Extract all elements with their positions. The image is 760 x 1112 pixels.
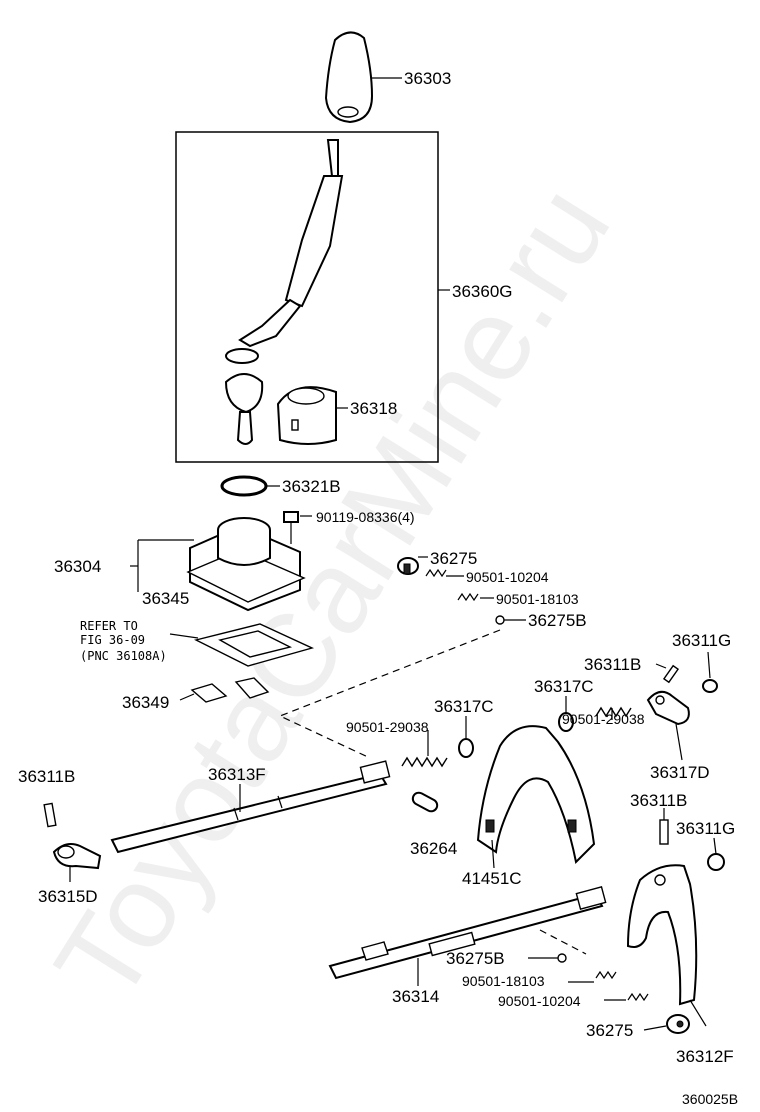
spring-bottom-2	[627, 992, 649, 1002]
label-36303: 36303	[404, 69, 451, 88]
lever-boot	[276, 386, 337, 445]
label-36318: 36318	[350, 399, 397, 418]
label-90501-29038-left: 90501-29038	[346, 719, 429, 735]
label-36345: 36345	[142, 589, 189, 608]
shift-lever	[224, 139, 344, 445]
shift-head-36315d	[52, 843, 102, 870]
label-36312f: 36312F	[676, 1047, 734, 1066]
lever-assembly-box	[175, 131, 439, 463]
spring-left	[401, 756, 448, 768]
label-36315d: 36315D	[38, 887, 98, 906]
plug-bottom	[666, 1014, 690, 1034]
shift-plate	[190, 677, 270, 703]
shift-shaft-36314	[328, 886, 607, 980]
shift-lever-housing	[186, 517, 306, 612]
spring-right	[595, 706, 632, 718]
figure-code: 360025B	[682, 1091, 738, 1107]
label-36311g-right: 36311G	[676, 819, 735, 838]
label-90501-29038-right: 90501-29038	[562, 711, 645, 727]
label-36311b-top: 36311B	[584, 655, 641, 674]
label-41451c: 41451C	[462, 869, 522, 888]
label-36311g-top: 36311G	[672, 631, 731, 650]
cover-gasket	[193, 623, 315, 667]
refer-note-line3: (PNC 36108A)	[80, 649, 167, 663]
label-36360g: 36360G	[452, 282, 513, 301]
label-36317d: 36317D	[650, 763, 710, 782]
snap-ring	[220, 475, 268, 497]
label-36264: 36264	[410, 839, 457, 858]
pin-top	[662, 664, 680, 684]
label-36311b-left: 36311B	[18, 767, 75, 786]
label-90501-10204-top: 90501-10204	[466, 569, 549, 585]
label-36275b-top: 36275B	[528, 611, 587, 630]
label-36275b-bottom: 36275B	[446, 949, 505, 968]
shift-shaft-36313f	[110, 760, 391, 854]
refer-note-line2: FIG 36-09	[80, 633, 145, 647]
plug-top	[397, 557, 419, 575]
pin-left	[43, 802, 57, 828]
label-36321b: 36321B	[282, 477, 341, 496]
spring-bottom-1	[595, 970, 617, 980]
label-36275-top: 36275	[430, 549, 477, 568]
label-36317c-right: 36317C	[534, 677, 594, 696]
label-90501-18103-bottom: 90501-18103	[462, 973, 545, 989]
ball-top	[495, 615, 505, 625]
label-90501-10204-bottom: 90501-10204	[498, 993, 581, 1009]
alignment-dash-bottom	[539, 929, 587, 955]
washer-left	[458, 738, 474, 758]
shift-knob	[324, 31, 374, 124]
refer-note-line1: REFER TO	[80, 619, 138, 633]
nut-right	[707, 853, 725, 871]
shift-fork-41451c	[476, 725, 596, 865]
label-90501-18103-top: 90501-18103	[496, 591, 579, 607]
housing-bolt	[283, 511, 299, 544]
pin-right	[659, 819, 669, 845]
spring-top-1	[425, 568, 447, 578]
label-36317c-left: 36317C	[434, 697, 494, 716]
interlock-pin	[411, 791, 439, 813]
label-36275-bottom: 36275	[586, 1021, 633, 1040]
label-36313f: 36313F	[208, 765, 266, 784]
label-36349: 36349	[122, 693, 169, 712]
spring-top-2	[457, 592, 479, 602]
ball-bottom	[557, 953, 567, 963]
alignment-dash-top	[278, 629, 501, 759]
label-90119-08336: 90119-08336(4)	[316, 509, 415, 525]
label-36304: 36304	[54, 557, 101, 576]
label-36311b-right: 36311B	[630, 791, 687, 810]
shift-head	[646, 690, 690, 726]
label-36314: 36314	[392, 987, 439, 1006]
shift-fork-36312f	[626, 864, 698, 1006]
nut-top	[702, 679, 718, 693]
